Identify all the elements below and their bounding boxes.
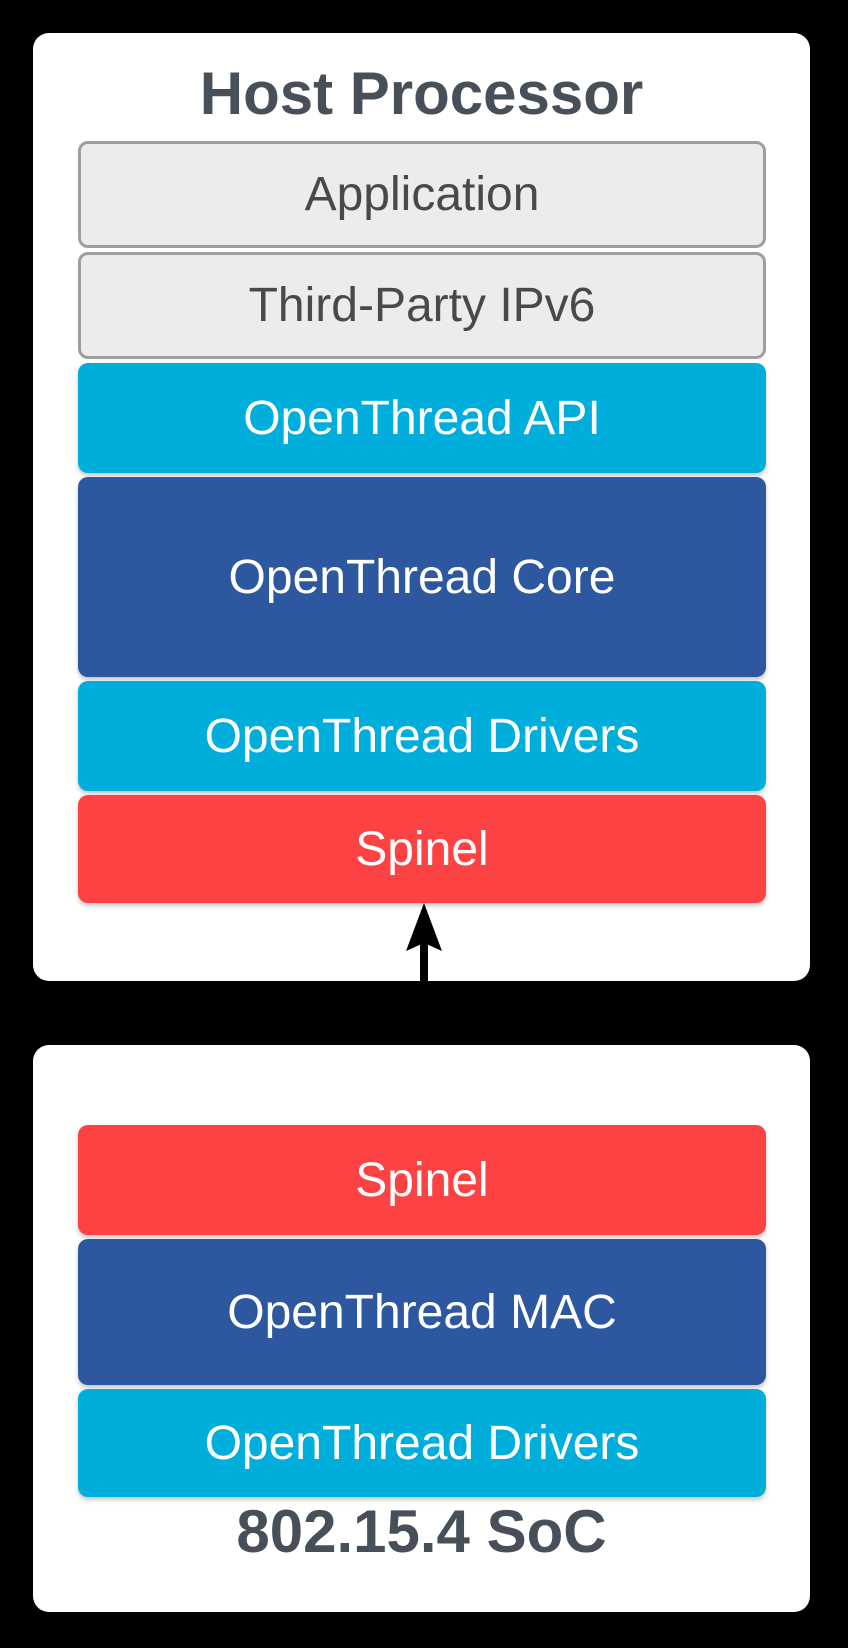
host-layer-stack: Application Third-Party IPv6 OpenThread …	[78, 141, 766, 903]
host-card-title: Host Processor	[199, 60, 644, 127]
layer-application: Application	[78, 141, 766, 248]
layer-spinel-host: Spinel	[78, 795, 766, 903]
layer-label: Spinel	[355, 1153, 489, 1207]
layer-openthread-drivers-host: OpenThread Drivers	[78, 681, 766, 791]
layer-openthread-drivers-soc: OpenThread Drivers	[78, 1389, 766, 1497]
layer-label: OpenThread API	[243, 391, 601, 445]
soc-card: Spinel OpenThread MAC OpenThread Drivers…	[33, 1045, 810, 1612]
layer-openthread-core: OpenThread Core	[78, 477, 766, 677]
layer-label: Spinel	[355, 822, 489, 876]
layer-label: OpenThread MAC	[227, 1285, 617, 1339]
layer-label: OpenThread Drivers	[204, 709, 640, 763]
layer-third-party-ipv6: Third-Party IPv6	[78, 252, 766, 359]
layer-openthread-mac: OpenThread MAC	[78, 1239, 766, 1385]
layer-spinel-soc: Spinel	[78, 1125, 766, 1235]
soc-layer-stack: Spinel OpenThread MAC OpenThread Drivers	[78, 1125, 766, 1497]
layer-openthread-api: OpenThread API	[78, 363, 766, 473]
layer-label: OpenThread Drivers	[204, 1416, 640, 1470]
layer-label: Application	[304, 168, 540, 221]
soc-card-title: 802.15.4 SoC	[236, 1498, 607, 1565]
layer-label: OpenThread Core	[228, 550, 616, 604]
host-processor-card: Host Processor Application Third-Party I…	[33, 33, 810, 981]
layer-label: Third-Party IPv6	[248, 279, 596, 332]
